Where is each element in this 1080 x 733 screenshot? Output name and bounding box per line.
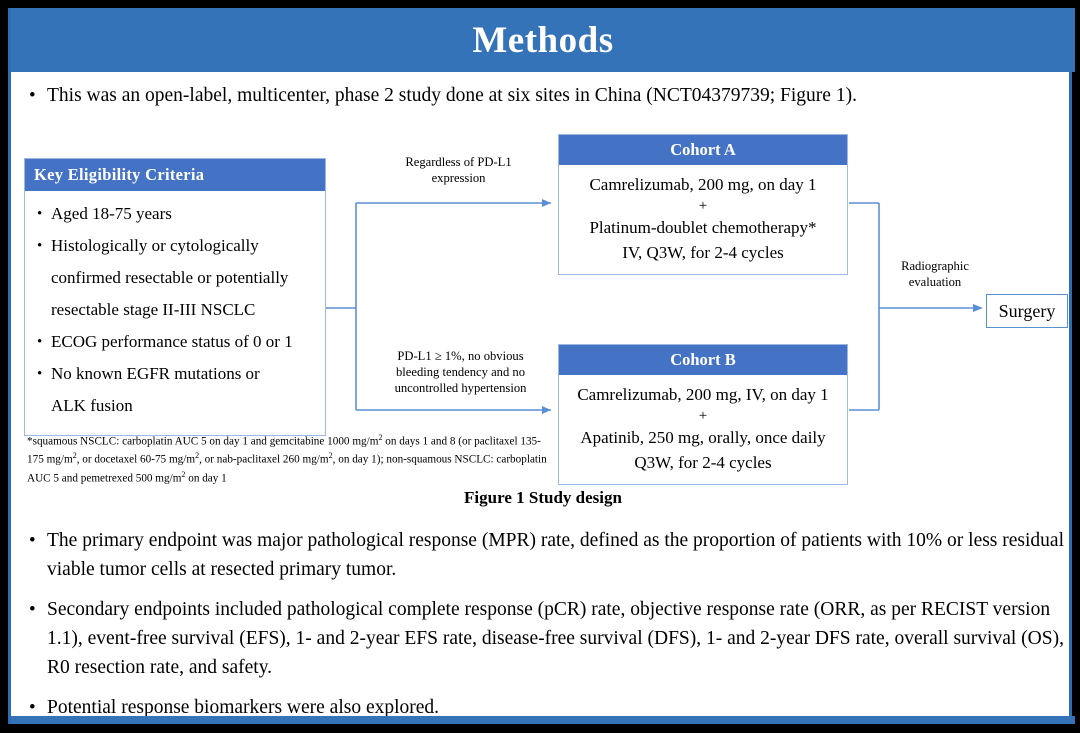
surgery-box: Surgery <box>986 294 1068 328</box>
slide-canvas: Methods • This was an open-label, multic… <box>8 8 1075 724</box>
chemotherapy-footnote: *squamous NSCLC: carboplatin AUC 5 on da… <box>27 433 547 485</box>
body-bullet: • Potential response biomarkers were als… <box>25 693 1067 722</box>
slide-title-banner: Methods <box>11 8 1075 72</box>
slide-bottom-bar <box>11 716 1075 724</box>
cohort-b-header: Cohort B <box>559 345 847 375</box>
list-item-label: resectable stage II-III NSCLC <box>51 300 256 319</box>
cohort-a-line-1: Camrelizumab, 200 mg, on day 1 <box>589 175 817 194</box>
list-item-continuation: ALK fusion <box>31 391 319 421</box>
connector-label-radiographic: Radiographic evaluation <box>887 258 983 290</box>
study-design-figure: Key Eligibility Criteria • Aged 18-75 ye… <box>11 118 1075 513</box>
lead-bullet: • This was an open-label, multicenter, p… <box>25 82 1065 109</box>
bullet-marker-icon: • <box>37 238 43 254</box>
bullet-marker-icon: • <box>37 366 43 382</box>
list-item-label: confirmed resectable or potentially <box>51 268 289 287</box>
list-item-label: Histologically or cytologically <box>51 236 259 255</box>
list-item: • Aged 18-75 years <box>31 199 319 229</box>
surgery-label: Surgery <box>998 300 1056 321</box>
eligibility-list: • Aged 18-75 years • Histologically or c… <box>25 191 325 435</box>
connector-label-line: uncontrolled hypertension <box>394 381 527 395</box>
list-item: • ECOG performance status of 0 or 1 <box>31 327 319 357</box>
bullet-marker-icon: • <box>29 599 36 620</box>
cohort-a-line-3: IV, Q3W, for 2-4 cycles <box>622 243 784 262</box>
eligibility-header: Key Eligibility Criteria <box>25 159 325 191</box>
page-title: Methods <box>472 19 614 61</box>
bullet-marker-icon: • <box>37 206 43 222</box>
cohort-a-body: Camrelizumab, 200 mg, on day 1 + Platinu… <box>559 165 847 274</box>
list-item-label: No known EGFR mutations or <box>51 364 260 383</box>
cohort-b-line-2: Apatinib, 250 mg, orally, once daily <box>580 428 826 447</box>
list-item: • Histologically or cytologically <box>31 231 319 261</box>
connector-label-line: PD-L1 ≥ 1%, no obvious <box>397 349 524 363</box>
cohort-a-plus: + <box>698 198 708 214</box>
cohort-b-box: Cohort B Camrelizumab, 200 mg, IV, on da… <box>558 344 848 485</box>
cohort-a-box: Cohort A Camrelizumab, 200 mg, on day 1 … <box>558 134 848 275</box>
body-bullet: • Secondary endpoints included pathologi… <box>25 595 1067 682</box>
body-bullet-text: Potential response biomarkers were also … <box>47 697 440 718</box>
connector-label-line: Radiographic <box>901 259 969 273</box>
body-bullet-text: The primary endpoint was major pathologi… <box>47 530 1064 580</box>
connector-label-line: Regardless of PD-L1 <box>405 155 512 169</box>
lead-bullet-text: This was an open-label, multicenter, pha… <box>47 85 857 106</box>
body-bullet-text: Secondary endpoints included pathologica… <box>47 599 1064 678</box>
cohort-b-plus: + <box>698 408 708 424</box>
list-item-continuation: confirmed resectable or potentially <box>31 263 319 293</box>
bullet-marker-icon: • <box>29 85 36 106</box>
body-bullet-list: • The primary endpoint was major patholo… <box>25 526 1067 733</box>
cohort-a-line-2: Platinum-doublet chemotherapy* <box>589 218 817 237</box>
bullet-marker-icon: • <box>29 530 36 551</box>
list-item-label: Aged 18-75 years <box>51 204 172 223</box>
body-bullet: • The primary endpoint was major patholo… <box>25 526 1067 584</box>
list-item: • No known EGFR mutations or <box>31 359 319 389</box>
connector-label-line: bleeding tendency and no <box>395 365 526 379</box>
connector-label-pdl1: PD-L1 ≥ 1%, no obvious bleeding tendency… <box>363 348 558 396</box>
eligibility-criteria-box: Key Eligibility Criteria • Aged 18-75 ye… <box>24 158 326 436</box>
cohort-b-body: Camrelizumab, 200 mg, IV, on day 1 + Apa… <box>559 375 847 484</box>
cohort-b-line-3: Q3W, for 2-4 cycles <box>634 453 772 472</box>
bullet-marker-icon: • <box>29 697 36 718</box>
connector-label-line: expression <box>431 171 486 185</box>
cohort-b-line-1: Camrelizumab, 200 mg, IV, on day 1 <box>577 385 829 404</box>
connector-label-line: evaluation <box>908 275 962 289</box>
cohort-a-header: Cohort A <box>559 135 847 165</box>
list-item-continuation: resectable stage II-III NSCLC <box>31 295 319 325</box>
list-item-label: ECOG performance status of 0 or 1 <box>51 332 293 351</box>
list-item-label: ALK fusion <box>51 396 133 415</box>
bullet-marker-icon: • <box>37 334 43 350</box>
figure-caption: Figure 1 Study design <box>464 488 622 507</box>
connector-label-regardless: Regardless of PD-L1 expression <box>366 154 551 186</box>
